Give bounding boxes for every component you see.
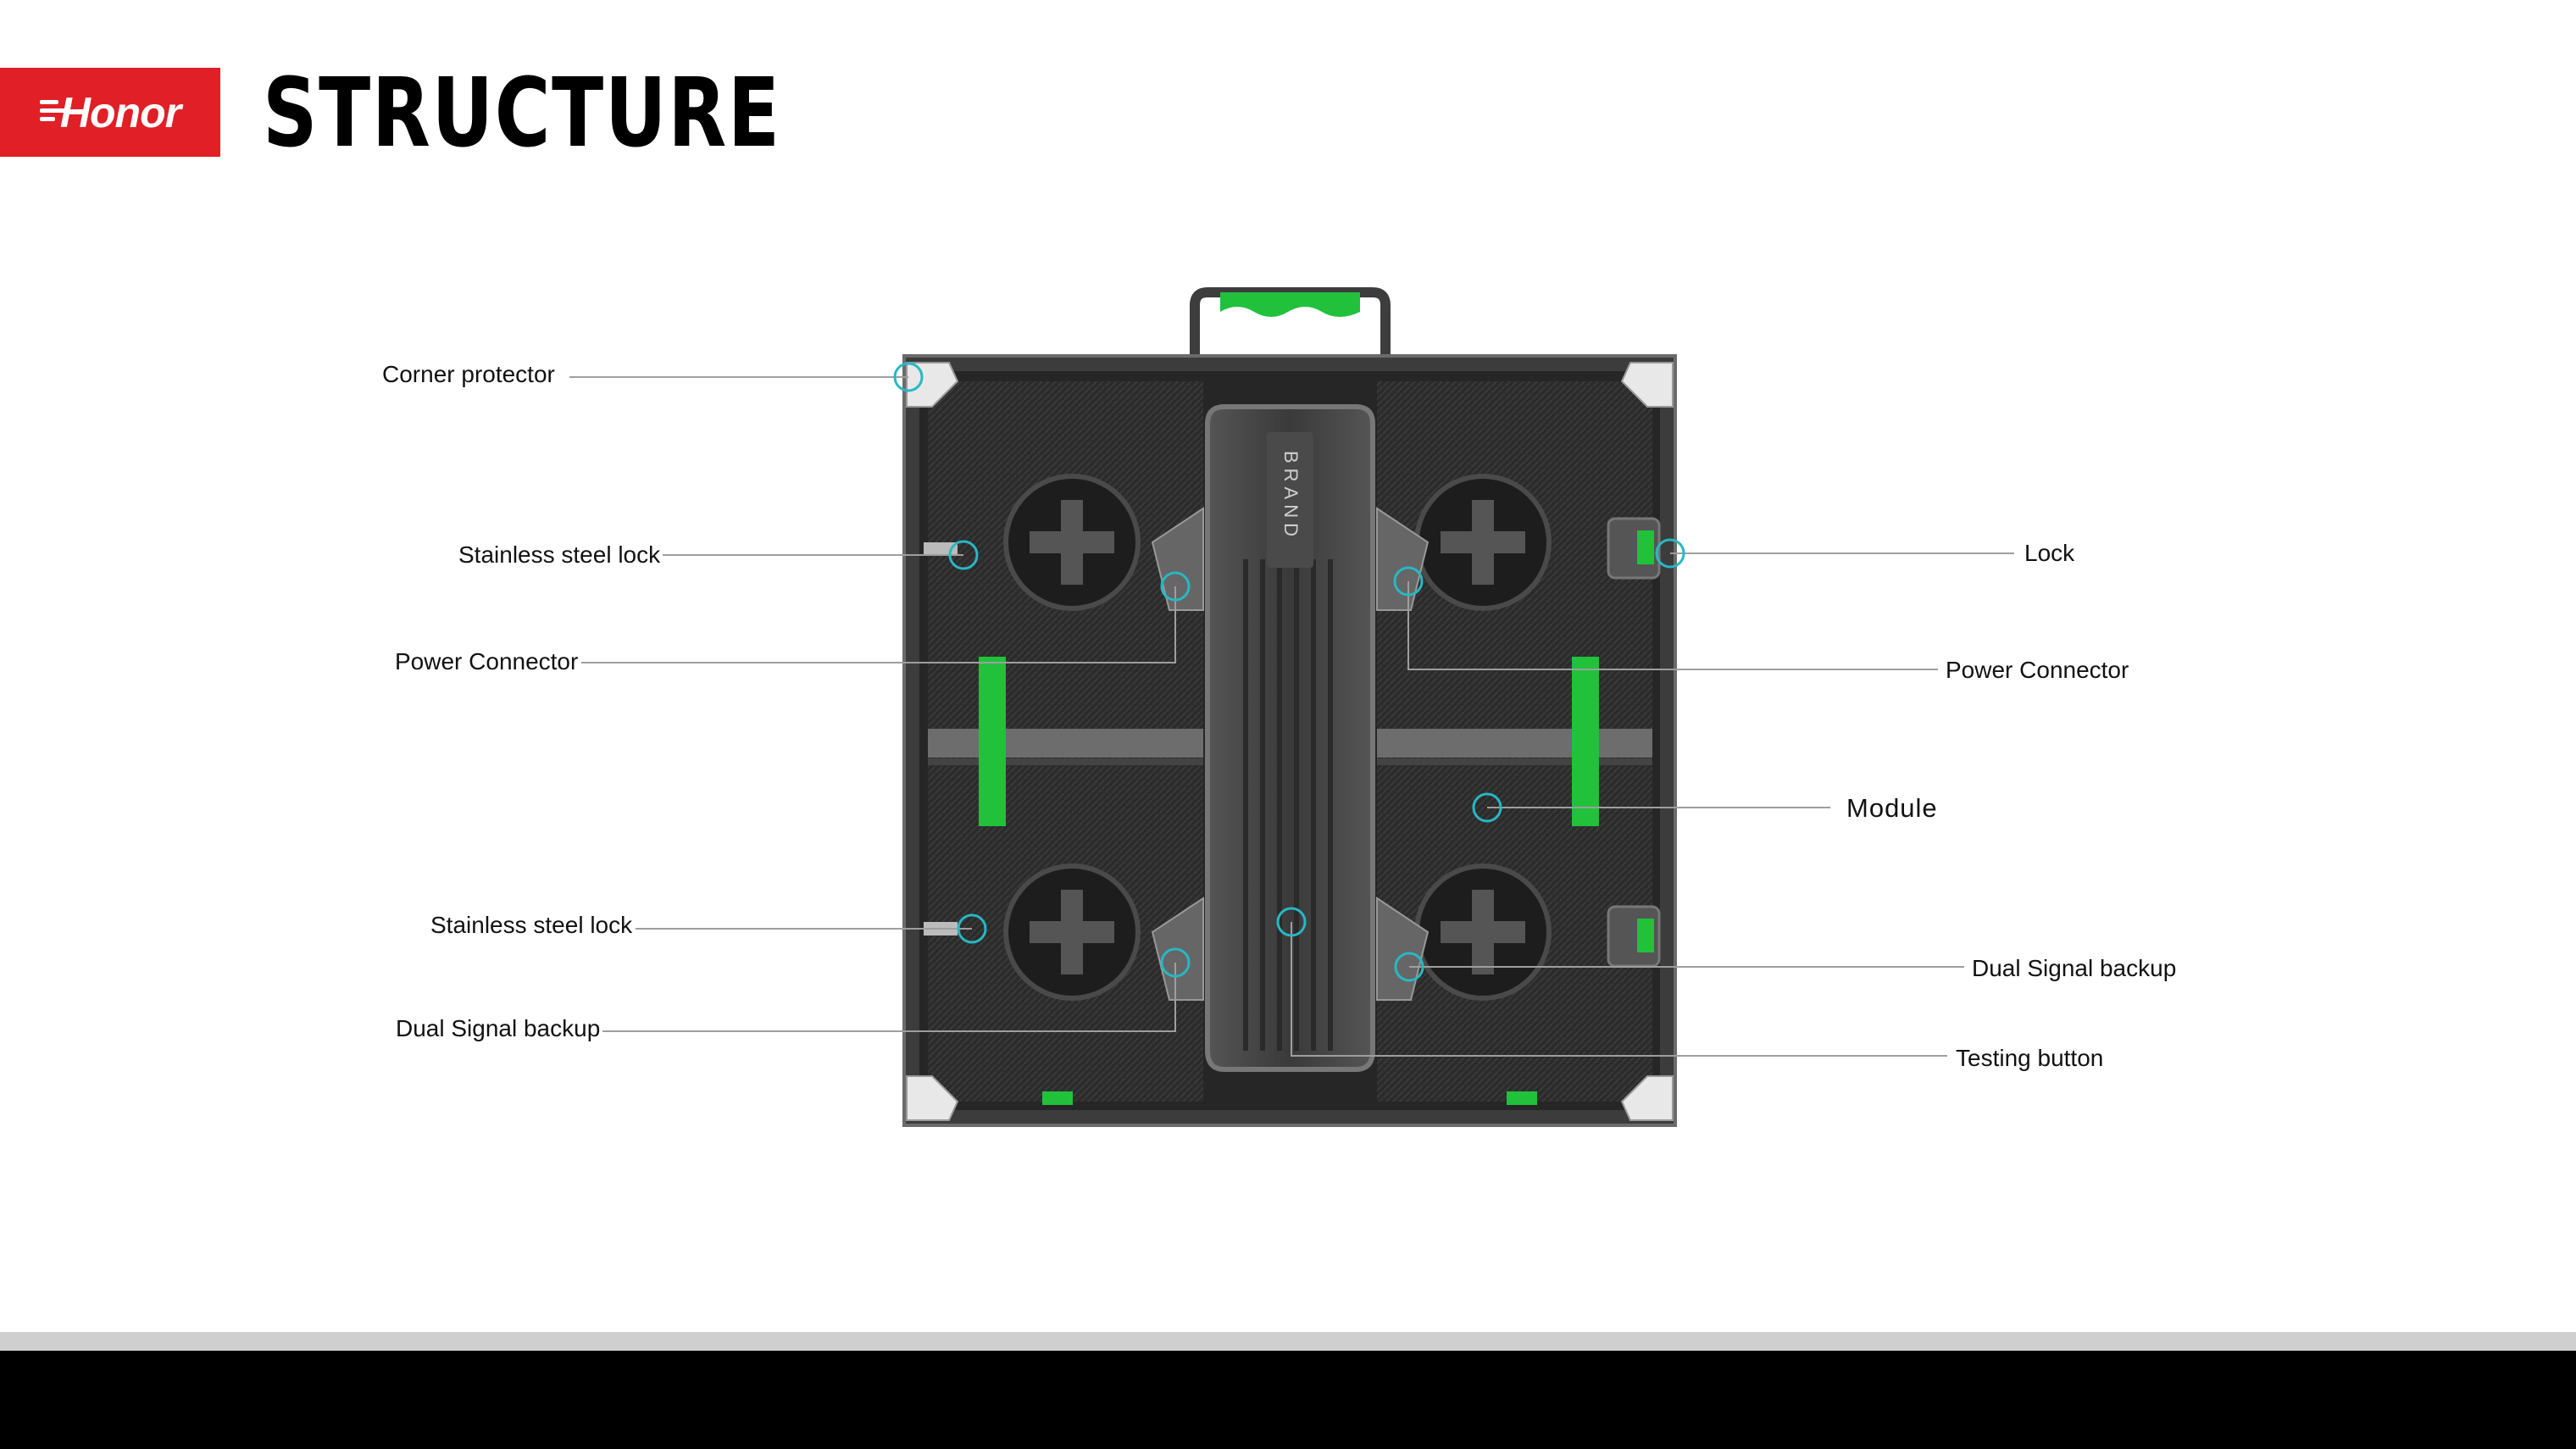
footer-divider: [0, 1332, 2576, 1351]
label-dual-signal-backup-right: Dual Signal backup: [1972, 955, 2177, 981]
module-left: [928, 381, 1203, 1102]
brand-logo: Honor: [0, 68, 220, 157]
logo-speed-lines-icon: [39, 99, 65, 125]
brand-logo-text: Honor: [39, 88, 181, 137]
brand-name: Honor: [59, 88, 181, 136]
page-title: STRUCTURE: [263, 58, 781, 169]
side-handle-right: [1572, 657, 1599, 826]
label-lock: Lock: [2024, 540, 2075, 566]
callout-markers: [893, 362, 1685, 982]
panel-brand-mark: BRAND: [1280, 451, 1302, 541]
label-power-connector-left: Power Connector: [395, 648, 579, 675]
label-stainless-steel-lock-bottom: Stainless steel lock: [430, 912, 633, 938]
module-right: [1377, 381, 1652, 1102]
cabinet-frame: [902, 354, 1677, 1127]
label-testing-button: Testing button: [1956, 1045, 2104, 1071]
label-module: Module: [1846, 793, 1938, 823]
carry-handle: [1190, 287, 1391, 364]
label-corner-protector: Corner protector: [382, 361, 555, 387]
label-dual-signal-backup-left: Dual Signal backup: [396, 1015, 601, 1041]
label-power-connector-right: Power Connector: [1946, 657, 2129, 683]
footer-bar: [0, 1351, 2576, 1449]
central-spine: [1205, 404, 1375, 1072]
side-handle-left: [979, 657, 1006, 826]
label-stainless-steel-lock-top: Stainless steel lock: [458, 541, 661, 568]
